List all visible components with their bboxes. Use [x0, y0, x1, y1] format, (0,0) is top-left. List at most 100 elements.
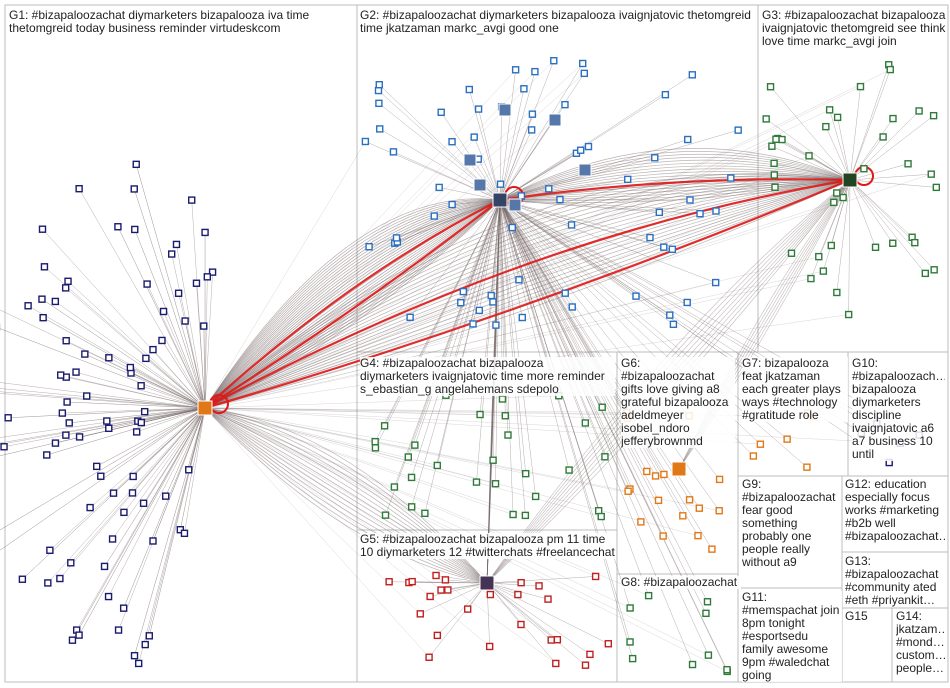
network-node [407, 473, 416, 482]
network-node [666, 311, 674, 319]
network-node [492, 321, 500, 329]
network-node [149, 537, 157, 545]
edge [104, 407, 206, 567]
network-node [56, 371, 65, 379]
hub-edge [204, 199, 501, 409]
network-node [375, 99, 383, 108]
network-node [644, 591, 653, 600]
network-node [715, 475, 724, 484]
network-node [75, 433, 84, 441]
network-node [825, 106, 834, 114]
network-node [371, 444, 380, 452]
network-node [371, 437, 379, 446]
edge [130, 367, 206, 409]
network-node [132, 428, 141, 436]
network-node [770, 171, 779, 179]
network-node [433, 631, 442, 640]
network-node [185, 466, 193, 474]
edge [204, 276, 208, 409]
edge [27, 305, 206, 409]
network-node [200, 322, 208, 330]
edge [825, 126, 851, 181]
edge [184, 407, 206, 534]
edge [204, 407, 558, 640]
edge [499, 199, 660, 213]
network-node [651, 154, 659, 162]
edge [161, 340, 206, 409]
edge [393, 151, 501, 201]
edge [0, 328, 206, 409]
edge [104, 407, 206, 567]
edge [145, 407, 206, 645]
network-node [552, 659, 560, 668]
network-node [142, 354, 150, 363]
network-node [162, 492, 170, 500]
edge [149, 407, 206, 636]
edge [204, 157, 655, 409]
edge [0, 393, 206, 409]
network-node [441, 576, 450, 584]
edge [375, 199, 501, 448]
edge [0, 382, 206, 409]
network-node [188, 196, 196, 204]
network-node [651, 472, 660, 480]
network-node [661, 90, 670, 99]
network-node [515, 276, 523, 284]
edge [42, 229, 206, 409]
edge [0, 407, 206, 438]
edge [204, 407, 649, 596]
network-node [459, 287, 468, 296]
edge [41, 298, 206, 409]
network-node [787, 249, 796, 257]
edge [123, 407, 206, 609]
network-node [654, 496, 663, 505]
edge [204, 407, 490, 647]
network-node [485, 642, 494, 651]
network-node [75, 631, 83, 639]
network-node [694, 531, 702, 540]
network-node [180, 529, 189, 538]
edge [136, 407, 206, 433]
hub-edge [204, 179, 851, 409]
network-node [561, 100, 569, 109]
hub-node-g3 [842, 172, 858, 188]
edge [486, 576, 596, 584]
edge [96, 407, 206, 467]
edge [135, 164, 206, 409]
network-node [172, 240, 181, 249]
network-node [44, 579, 52, 587]
edge [84, 353, 206, 409]
edge [499, 69, 516, 201]
network-node [545, 185, 553, 193]
network-node [104, 592, 113, 601]
network-node [63, 398, 71, 406]
hub-edge [204, 407, 488, 584]
network-node [408, 577, 416, 586]
network-node [521, 469, 530, 478]
network-node [435, 183, 443, 192]
profile-node [498, 103, 512, 117]
hub-edge [204, 179, 851, 409]
edge [134, 188, 206, 409]
network-node [879, 133, 887, 141]
network-node [576, 146, 585, 154]
network-node [56, 574, 64, 583]
edge [8, 407, 206, 419]
edge [775, 139, 851, 181]
edge [499, 199, 673, 250]
edge [836, 179, 851, 293]
hub-edge [204, 407, 488, 584]
edge [204, 278, 811, 409]
network-node [158, 336, 166, 345]
network-node [637, 518, 645, 526]
network-node [770, 159, 778, 168]
hub-edge [204, 199, 501, 409]
hub-edge [204, 199, 501, 409]
network-node [103, 417, 111, 425]
network-node [501, 412, 509, 420]
edge [420, 582, 488, 615]
network-node [192, 279, 201, 287]
edge [499, 199, 716, 283]
edge [117, 226, 206, 409]
